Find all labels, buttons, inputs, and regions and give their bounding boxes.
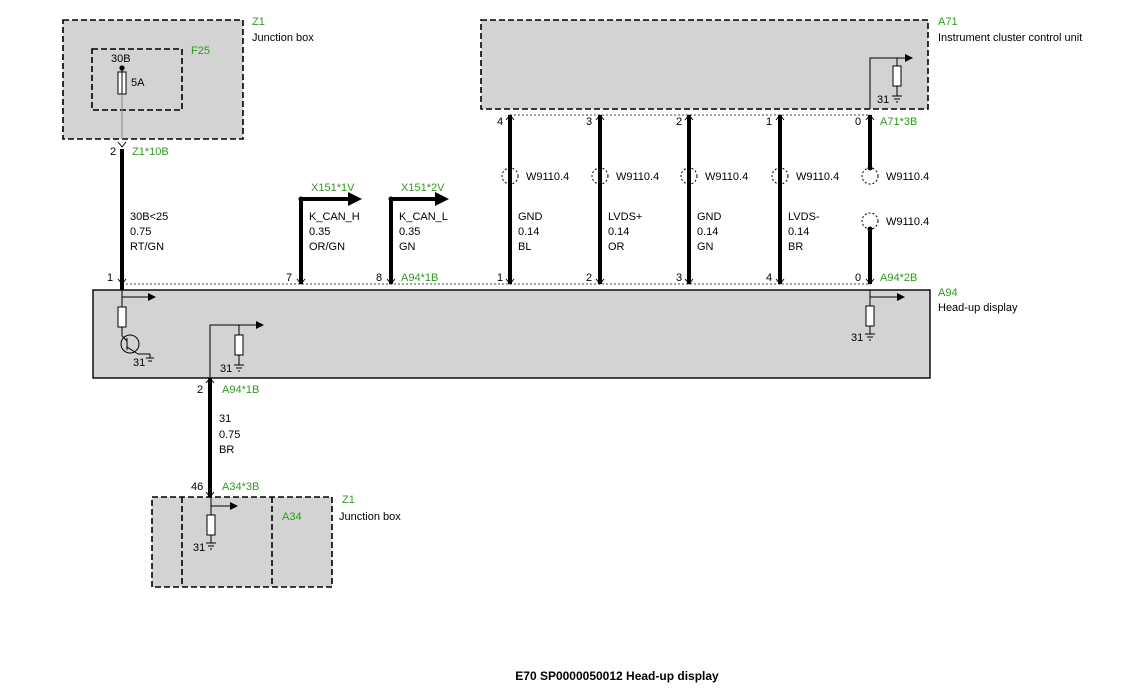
- ground-signal: 31: [219, 413, 231, 425]
- pin-a71-lvds-plus: 3: [586, 116, 592, 128]
- diagram-title: E70 SP0000050012 Head-up display: [515, 669, 719, 683]
- z1-top-name: Junction box: [252, 32, 314, 44]
- wire-k-can-l: X151*2V K_CAN_L 0.35 GN 8 A94*1B: [376, 182, 449, 285]
- fuse-terminal-label: 30B: [111, 53, 131, 65]
- connector-a94-1b-bottom: A94*1B: [222, 384, 259, 396]
- gnd-bl-shield-label: W9110.4: [526, 171, 569, 183]
- pin-a94-ground-out: 2: [197, 384, 203, 396]
- pin-a94-power: 1: [107, 272, 113, 284]
- junction-box-z1-bottom: Z1 Junction box A34 31: [151, 494, 401, 588]
- gnd-gn-color: GN: [697, 241, 714, 253]
- instrument-cluster-a71: A71 Instrument cluster control unit 31: [480, 16, 1082, 110]
- power-size: 0.75: [130, 226, 151, 238]
- wire-lvds-plus: 3 W9110.4 LVDS+ 0.14 OR 2: [586, 114, 659, 285]
- a94-mid-ground-label: 31: [220, 363, 232, 375]
- connector-a94-2b: A94*2B: [880, 272, 917, 284]
- lvds-minus-size: 0.14: [788, 226, 809, 238]
- a71-name: Instrument cluster control unit: [938, 32, 1082, 44]
- connector-a71-3b: A71*3B: [880, 116, 917, 128]
- a71-ground-label: 31: [877, 94, 889, 106]
- a34-arrow-icon: [230, 502, 238, 510]
- a71-resistor-icon: [892, 65, 902, 87]
- can-l-size: 0.35: [399, 226, 420, 238]
- fuse-f25-id: F25: [191, 45, 210, 57]
- a71-id: A71: [938, 16, 958, 28]
- power-signal: 30B<25: [130, 211, 168, 223]
- head-up-display-a94: A94 Head-up display 31 31: [92, 287, 1018, 379]
- gnd-gn-shield-label: W9110.4: [705, 171, 748, 183]
- pin-a71-gnd-gn: 2: [676, 116, 682, 128]
- pin-a94-lvds-plus: 2: [586, 272, 592, 284]
- can-h-size: 0.35: [309, 226, 330, 238]
- shield-top-label: W9110.4: [886, 171, 929, 183]
- a94-mid-arrow-icon: [256, 321, 264, 329]
- lvds-plus-color: OR: [608, 241, 625, 253]
- a94-right-arrow-icon: [897, 293, 905, 301]
- pin-a94-lvds-minus: 4: [766, 272, 772, 284]
- a94-id: A94: [938, 287, 958, 299]
- a94-transistor-icon: [120, 334, 140, 354]
- a34-ground-label: 31: [193, 542, 205, 554]
- gnd-gn-signal: GND: [697, 211, 722, 223]
- pin-a94-can-l: 8: [376, 272, 382, 284]
- a94-mid-resistor-icon: [234, 334, 244, 356]
- gnd-gn-size: 0.14: [697, 226, 718, 238]
- lvds-minus-signal: LVDS-: [788, 211, 820, 223]
- wire-k-can-h: X151*1V K_CAN_H 0.35 OR/GN 7: [286, 182, 362, 285]
- pin-a94-shield: 0: [855, 272, 861, 284]
- a71-arrow-icon: [905, 54, 913, 62]
- lvds-plus-shield-label: W9110.4: [616, 171, 659, 183]
- junction-box-z1-top: Z1 Junction box F25 30B 5A: [62, 16, 314, 140]
- z1-top-id: Z1: [252, 16, 265, 28]
- pin-a34-in: 46: [191, 481, 203, 493]
- lvds-plus-signal: LVDS+: [608, 211, 642, 223]
- gnd-bl-size: 0.14: [518, 226, 539, 238]
- pin-a94-gnd-bl: 1: [497, 272, 503, 284]
- lvds-minus-shield-label: W9110.4: [796, 171, 839, 183]
- ground-size: 0.75: [219, 429, 240, 441]
- a94-left-arrow-icon: [148, 293, 156, 301]
- pin-a71-lvds-minus: 1: [766, 116, 772, 128]
- a34-resistor-icon: [206, 514, 216, 536]
- connector-a94-1b-top: A94*1B: [401, 272, 438, 284]
- z1-bottom-id: Z1: [342, 494, 355, 506]
- gnd-bl-color: BL: [518, 241, 531, 253]
- gnd-bl-signal: GND: [518, 211, 543, 223]
- can-l-color: GN: [399, 241, 416, 253]
- connector-z1-10b: Z1*10B: [132, 146, 169, 158]
- wire-gnd-bl: 4 W9110.4 GND 0.14 BL 1: [497, 114, 569, 285]
- connector-x151-1v: X151*1V: [311, 182, 355, 194]
- pin-z1-out: 2: [110, 146, 116, 158]
- wire-lvds-minus: 1 W9110.4 LVDS- 0.14 BR 4: [766, 114, 839, 285]
- pin-a71-shield: 0: [855, 116, 861, 128]
- connector-a34-3b: A34*3B: [222, 481, 259, 493]
- pin-a71-gnd-bl: 4: [497, 116, 503, 128]
- a34-id: A34: [282, 511, 302, 523]
- lvds-minus-color: BR: [788, 241, 803, 253]
- a94-left-ground-label: 31: [133, 357, 145, 369]
- connector-x151-2v: X151*2V: [401, 182, 445, 194]
- a94-name: Head-up display: [938, 302, 1018, 314]
- shield-bottom-label: W9110.4: [886, 216, 929, 228]
- wire-power: 2 Z1*10B 30B<25 0.75 RT/GN 1: [107, 141, 169, 290]
- lvds-plus-size: 0.14: [608, 226, 629, 238]
- pin-a94-can-h: 7: [286, 272, 292, 284]
- wire-ground: 2 A94*1B 31 0.75 BR 46 A34*3B: [191, 377, 259, 498]
- fuse-rating-label: 5A: [131, 77, 145, 89]
- z1-bottom-name: Junction box: [339, 511, 401, 523]
- can-h-signal: K_CAN_H: [309, 211, 360, 223]
- a94-right-resistor-icon: [865, 305, 875, 327]
- can-l-signal: K_CAN_L: [399, 211, 448, 223]
- a94-right-ground-label: 31: [851, 332, 863, 344]
- can-h-arrow-icon: [348, 192, 362, 206]
- can-l-arrow-icon: [435, 192, 449, 206]
- wire-gnd-gn: 2 W9110.4 GND 0.14 GN 3: [676, 114, 748, 285]
- can-h-color: OR/GN: [309, 241, 345, 253]
- pin-a94-gnd-gn: 3: [676, 272, 682, 284]
- a94-left-resistor-icon: [117, 306, 127, 328]
- wire-shield: 0 A71*3B W9110.4 W9110.4 0 A94*2B: [855, 114, 929, 285]
- power-color: RT/GN: [130, 241, 164, 253]
- ground-color: BR: [219, 444, 234, 456]
